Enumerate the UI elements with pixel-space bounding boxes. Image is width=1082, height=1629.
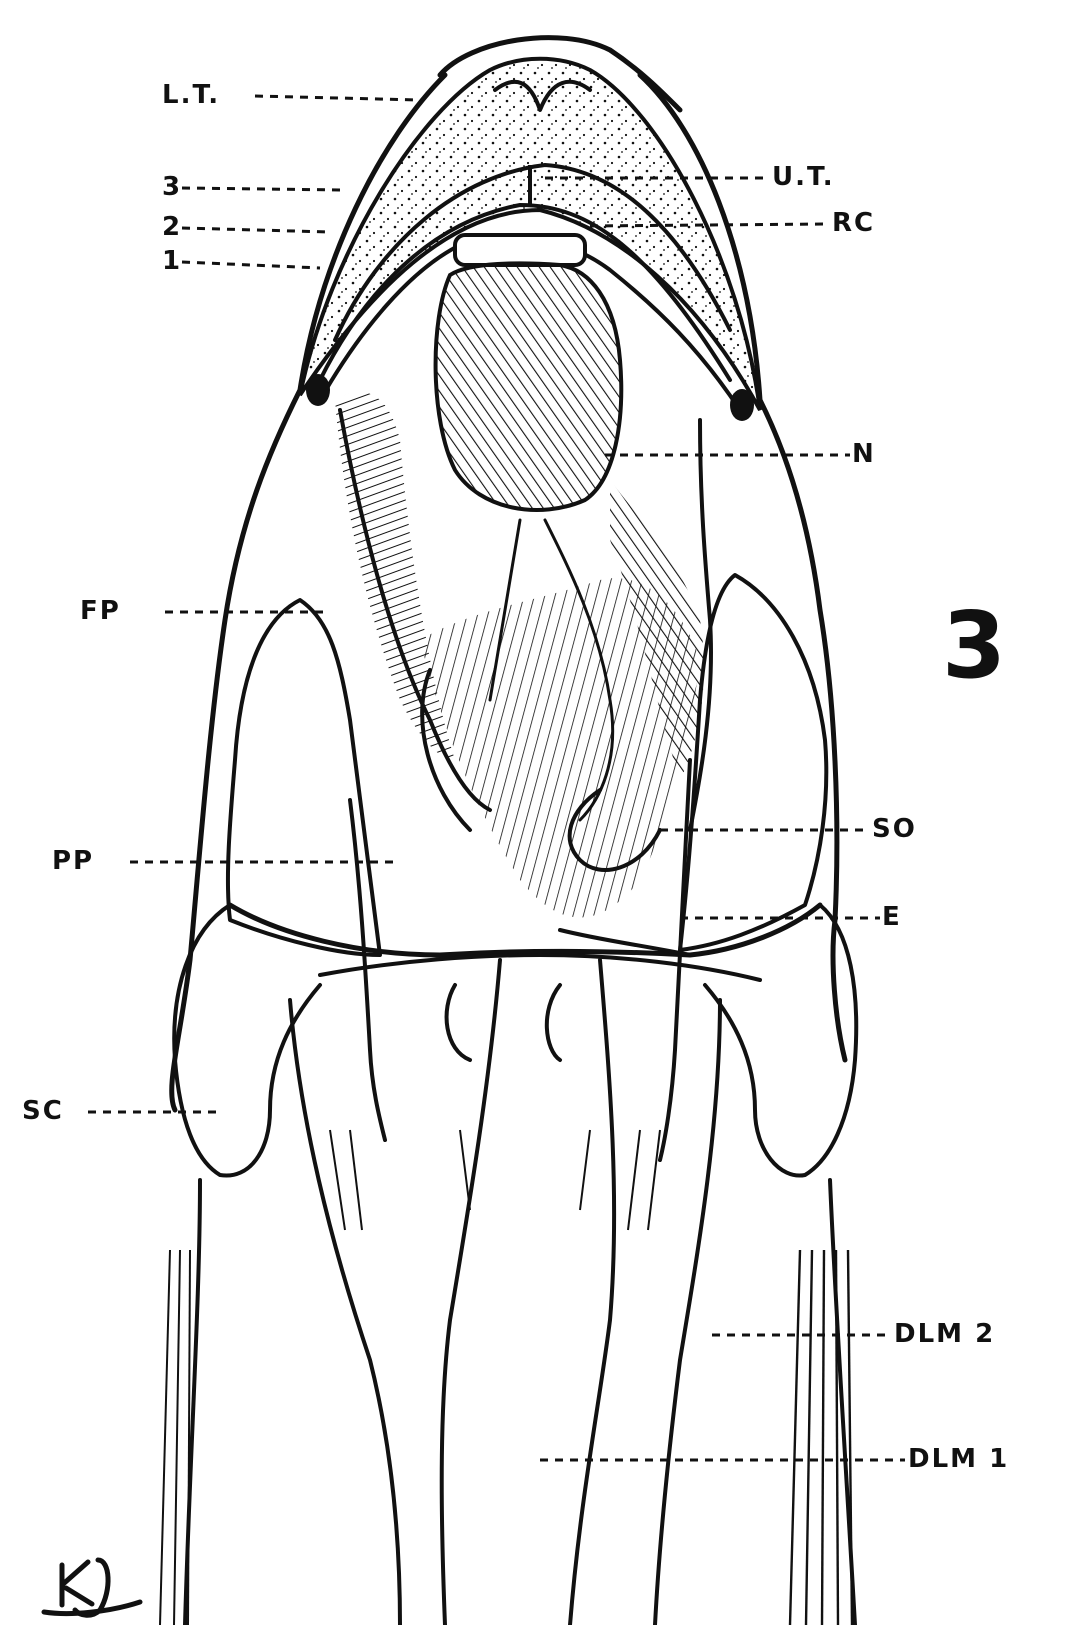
label-dlm1: DLM 1 (908, 1446, 1009, 1472)
leader-1 (182, 262, 320, 268)
label-e: E (882, 904, 902, 930)
artist-signature (44, 1560, 140, 1615)
label-so: SO (872, 816, 917, 842)
frontal-hatching-left (335, 392, 455, 760)
supracleithrum-left (174, 905, 320, 1176)
label-3: 3 (162, 174, 182, 200)
leader-rc (590, 224, 830, 226)
barbel-base-right (730, 389, 754, 421)
occipital-band-lower (320, 955, 760, 980)
label-fp: FP (80, 598, 121, 624)
leader-lt (255, 96, 420, 100)
leader-3 (182, 188, 345, 190)
label-dlm2: DLM 2 (894, 1321, 995, 1347)
dlm-fibres-left (160, 1130, 660, 1625)
barbel-base-left (306, 374, 330, 406)
label-2: 2 (162, 214, 182, 240)
figure-number: 3 (942, 600, 1006, 692)
dlm-2-left-edge (290, 1000, 400, 1625)
body-outline-left (185, 1180, 200, 1625)
label-rc: RC (832, 210, 875, 236)
dlm-2-right-edge (655, 1000, 720, 1625)
opercular-plate-left (228, 600, 380, 955)
dlm-curve-mark-right (547, 985, 560, 1060)
label-lt: L.T. (162, 82, 220, 108)
leader-2 (182, 228, 330, 232)
dlm-1-right-edge (570, 960, 614, 1625)
label-n: N (852, 441, 876, 467)
label-1: 1 (162, 248, 182, 274)
label-pp: PP (52, 848, 94, 874)
rc-bar (455, 235, 585, 265)
label-ut: U.T. (772, 164, 835, 190)
dlm-curve-mark-left (447, 985, 470, 1060)
label-sc: SC (22, 1098, 64, 1124)
nasal-capsule (436, 263, 622, 510)
